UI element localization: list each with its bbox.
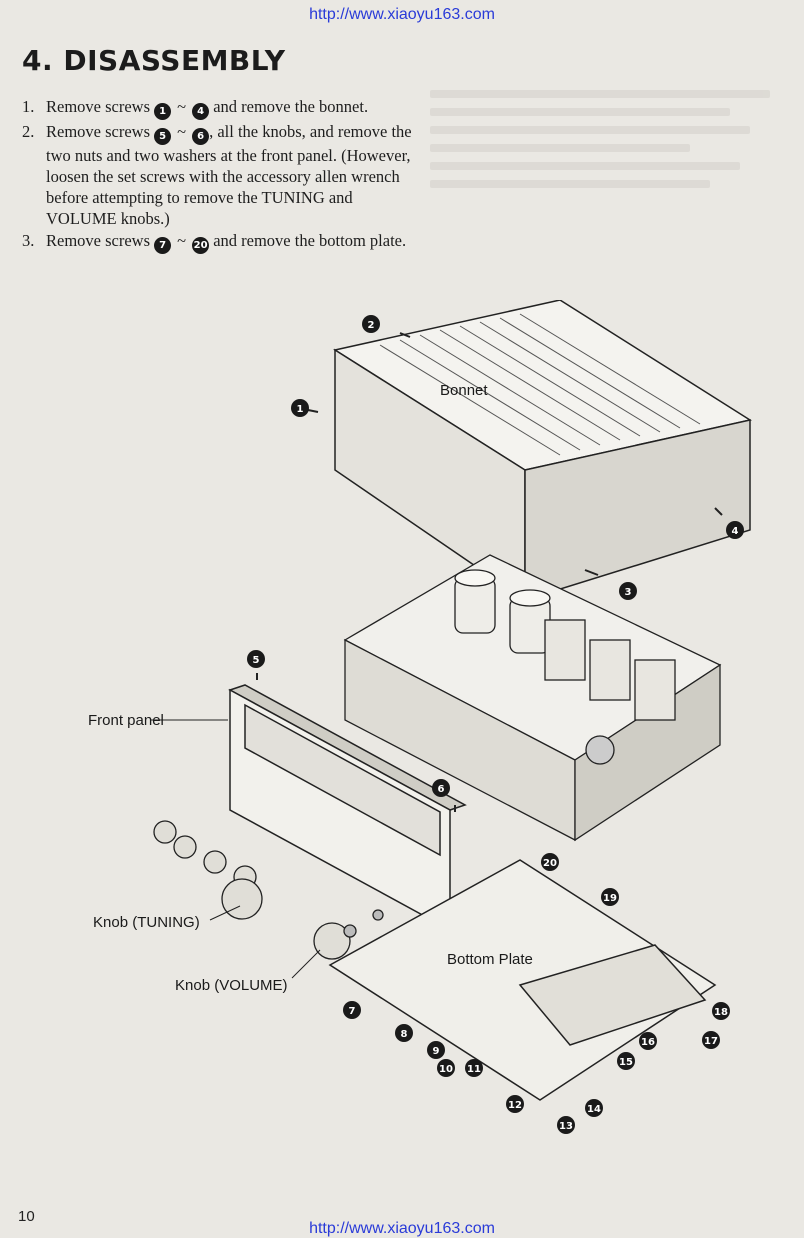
callout-marker: 7	[154, 237, 172, 254]
label-bonnet: Bonnet	[440, 382, 488, 399]
exploded-view-diagram: Bonnet Front panel Knob (TUNING) Knob (V…	[88, 300, 752, 1134]
callout-9: 9	[427, 1041, 445, 1059]
screw-markers	[256, 332, 723, 812]
callout-5: 5	[247, 650, 265, 668]
step-2: 2. Remove screws 5 ~6, all the knobs, and…	[22, 121, 422, 229]
label-front-panel: Front panel	[88, 712, 164, 729]
label-knob-volume: Knob (VOLUME)	[175, 977, 288, 994]
callout-marker: 5	[154, 128, 172, 145]
svg-text:11: 11	[467, 1064, 481, 1075]
main-chassis	[343, 554, 722, 842]
callout-17: 17	[702, 1031, 720, 1049]
step-number: 3.	[22, 231, 35, 250]
svg-text:12: 12	[508, 1100, 522, 1111]
callout-marker: 1	[154, 103, 172, 120]
svg-text:6: 6	[438, 784, 445, 795]
callout-8: 8	[395, 1024, 413, 1042]
callout-13: 13	[557, 1116, 575, 1134]
callout-19: 19	[601, 888, 619, 906]
svg-text:1: 1	[297, 404, 304, 415]
callout-12: 12	[506, 1095, 524, 1113]
step-text: and remove the bonnet.	[213, 97, 369, 116]
step-lead: Remove screws	[46, 97, 151, 116]
callout-7: 7	[343, 1001, 361, 1019]
callout-badges: 1 2 3 4 5 6 7 8 9 10 11 12 13 14 15 16 1…	[247, 315, 744, 1134]
label-knob-tuning: Knob (TUNING)	[93, 914, 200, 931]
callout-4: 4	[726, 521, 744, 539]
svg-text:20: 20	[543, 858, 557, 869]
callout-11: 11	[465, 1059, 483, 1077]
svg-text:2: 2	[368, 320, 375, 331]
svg-text:9: 9	[433, 1046, 440, 1057]
step-1: 1. Remove screws 1 ~4 and remove the bonn…	[22, 96, 422, 120]
callout-16: 16	[639, 1032, 657, 1050]
range-tilde: ~	[177, 231, 187, 250]
bonnet-part	[333, 300, 752, 602]
watermark-url-bottom: http://www.xiaoyu163.com	[309, 1220, 495, 1237]
callout-3: 3	[619, 582, 637, 600]
svg-text:10: 10	[439, 1064, 453, 1075]
range-tilde: ~	[177, 122, 187, 141]
step-number: 2.	[22, 122, 35, 141]
svg-text:5: 5	[253, 655, 260, 666]
callout-14: 14	[585, 1099, 603, 1117]
callout-6: 6	[432, 779, 450, 797]
callout-1: 1	[291, 399, 309, 417]
leader-lines	[150, 719, 321, 979]
bottom-plate-part	[328, 859, 717, 1101]
callout-20: 20	[541, 853, 559, 871]
callout-10: 10	[437, 1059, 455, 1077]
callout-2: 2	[362, 315, 380, 333]
callout-marker: 20	[192, 237, 210, 254]
svg-text:16: 16	[641, 1037, 655, 1048]
part-labels: Bonnet Front panel Knob (TUNING) Knob (V…	[88, 382, 533, 994]
svg-text:19: 19	[603, 893, 617, 904]
svg-text:8: 8	[401, 1029, 408, 1040]
svg-text:18: 18	[714, 1007, 728, 1018]
watermark-url-top: http://www.xiaoyu163.com	[309, 6, 495, 23]
svg-text:4: 4	[732, 526, 739, 537]
step-lead: Remove screws	[46, 231, 151, 250]
step-lead: Remove screws	[46, 122, 151, 141]
callout-15: 15	[617, 1052, 635, 1070]
knob-set	[153, 820, 384, 960]
step-text: and remove the bottom plate.	[213, 231, 407, 250]
callout-18: 18	[712, 1002, 730, 1020]
step-number: 1.	[22, 97, 35, 116]
page-number: 10	[18, 1208, 35, 1225]
step-text: , all the knobs, and remove the two nuts…	[46, 122, 412, 228]
callout-marker: 6	[192, 128, 210, 145]
svg-text:13: 13	[559, 1121, 573, 1132]
range-tilde: ~	[177, 97, 187, 116]
svg-text:15: 15	[619, 1057, 633, 1068]
svg-text:7: 7	[349, 1006, 356, 1017]
svg-text:3: 3	[625, 587, 632, 598]
bleed-through-text	[430, 80, 800, 280]
svg-text:14: 14	[587, 1104, 601, 1115]
callout-marker: 4	[192, 103, 210, 120]
section-title: 4. DISASSEMBLY	[22, 44, 286, 77]
disassembly-steps: 1. Remove screws 1 ~4 and remove the bonn…	[22, 96, 422, 255]
svg-text:17: 17	[704, 1036, 718, 1047]
label-bottom-plate: Bottom Plate	[447, 951, 533, 968]
step-3: 3. Remove screws 7 ~20 and remove the bot…	[22, 230, 422, 254]
